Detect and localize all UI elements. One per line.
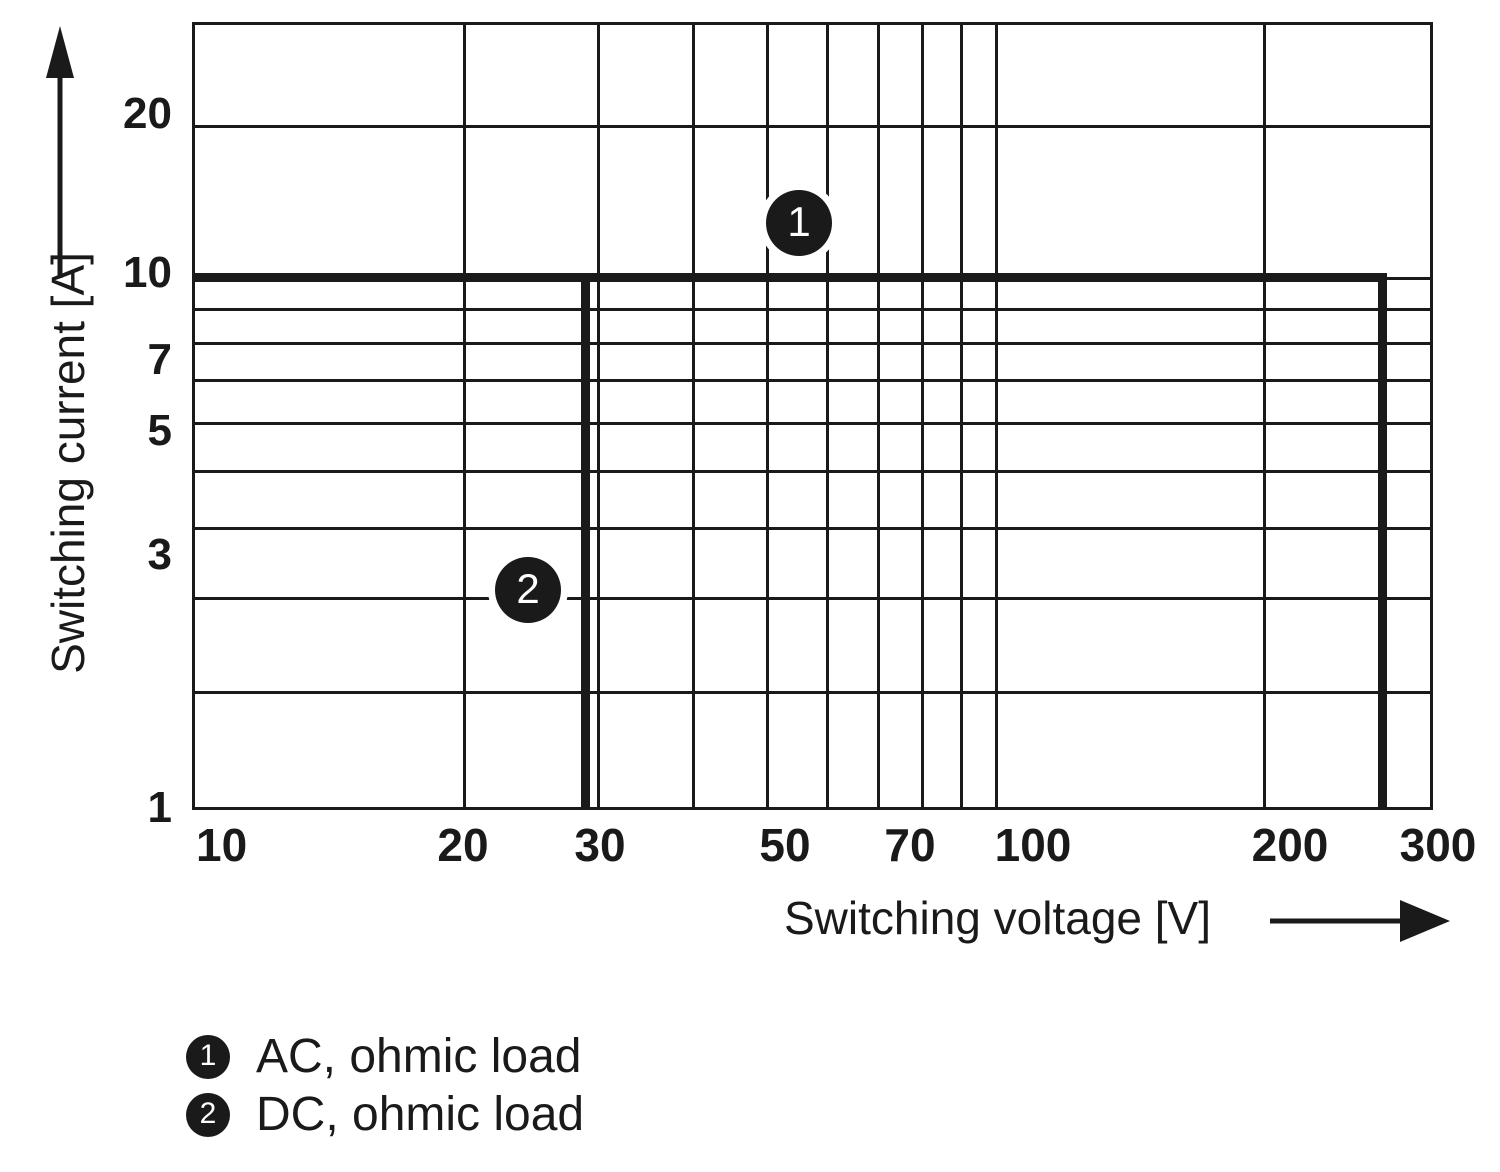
- x-tick-label-30: 30: [574, 819, 626, 871]
- gridline-y-2: [195, 691, 1430, 694]
- gridline-x-60: [826, 25, 829, 807]
- y-tick-label-3: 3: [147, 530, 172, 579]
- x-tick-label-70: 70: [884, 819, 936, 871]
- gridline-y-3: [195, 597, 1430, 600]
- gridline-x-30: [597, 25, 600, 807]
- gridline-y-4: [195, 527, 1430, 530]
- callout-badge-1-label: 1: [787, 197, 811, 245]
- y-tick-label-7: 7: [147, 335, 172, 384]
- curve-ac-vertical-segment: [1378, 273, 1387, 810]
- gridline-x-20: [463, 25, 466, 807]
- curve-dc-vertical-segment: [581, 277, 590, 810]
- gridline-y-20: [195, 125, 1430, 128]
- gridline-x-100: [995, 25, 998, 807]
- x-tick-label-300: 300: [1399, 819, 1477, 871]
- x-tick-label-20: 20: [437, 819, 489, 871]
- legend-label-dc: DC, ohmic load: [256, 1088, 585, 1141]
- gridline-x-50: [766, 25, 769, 807]
- gridline-y-9: [195, 308, 1430, 311]
- x-tick-label-200: 200: [1251, 819, 1329, 871]
- y-tick-label-1: 1: [147, 783, 172, 832]
- callout-badge-2-label: 2: [516, 564, 540, 612]
- legend-badge-1-label: 1: [199, 1039, 217, 1072]
- gridline-y-6: [195, 422, 1430, 425]
- legend-badge-2-label: 2: [199, 1097, 217, 1130]
- gridline-y-7: [195, 379, 1430, 382]
- x-tick-label-100: 100: [994, 819, 1072, 871]
- x-tick-label-10: 10: [196, 819, 248, 871]
- gridline-y-5: [195, 470, 1430, 473]
- callout-badge-2[interactable]: 2: [495, 557, 561, 623]
- legend-item-dc: 2 DC, ohmic load: [186, 1086, 886, 1144]
- gridline-x-80: [921, 25, 924, 807]
- legend-badge-1: 1: [186, 1035, 230, 1079]
- gridline-x-90: [960, 25, 963, 807]
- y-tick-label-5: 5: [147, 406, 172, 455]
- legend-label-ac: AC, ohmic load: [256, 1030, 582, 1083]
- y-axis-arrow-icon: [46, 26, 74, 278]
- x-axis-title: Switching voltage [V]: [784, 892, 1212, 944]
- plot-area: [192, 22, 1433, 810]
- gridline-x-200: [1263, 25, 1266, 807]
- x-axis-arrow-icon: [1270, 900, 1450, 942]
- legend-item-ac: 1 AC, ohmic load: [186, 1028, 886, 1086]
- callout-badge-1[interactable]: 1: [766, 190, 832, 256]
- gridline-x-70: [877, 25, 880, 807]
- gridline-x-40: [692, 25, 695, 807]
- y-tick-label-20: 20: [123, 89, 172, 138]
- y-axis-title: Switching current [A]: [42, 252, 94, 674]
- gridline-y-8: [195, 342, 1430, 345]
- legend: 1 AC, ohmic load 2 DC, ohmic load: [186, 1028, 886, 1144]
- legend-badge-2: 2: [186, 1093, 230, 1137]
- x-tick-label-50: 50: [759, 819, 811, 871]
- curve-ac-horizontal-segment: [192, 273, 1387, 282]
- y-tick-label-10: 10: [123, 248, 172, 297]
